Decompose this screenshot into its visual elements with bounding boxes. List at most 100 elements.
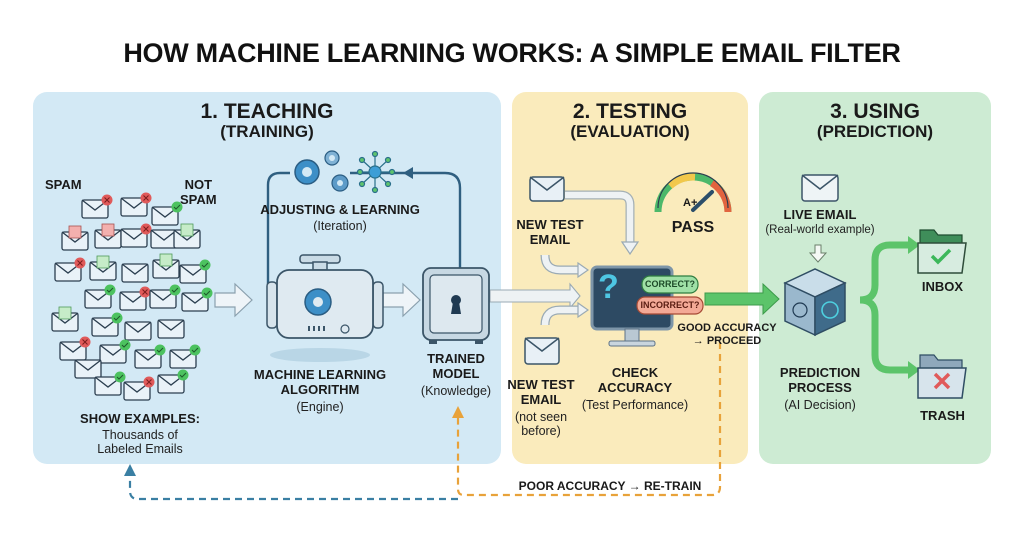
envelope-icon <box>150 229 178 249</box>
pass-label: PASS <box>671 219 715 236</box>
inbox-folder-icon <box>917 229 967 274</box>
envelope-icon <box>123 376 155 401</box>
new-test-email-icon-bottom <box>524 337 560 365</box>
envelope-icon <box>120 223 152 248</box>
correct-bubble <box>641 275 699 294</box>
envelope-icon <box>99 339 131 364</box>
diagram-title: HOW MACHINE LEARNING WORKS: A SIMPLE EMA… <box>123 38 901 68</box>
prediction-process-label: PREDICTION PROCESS <box>765 365 875 396</box>
testing-heading: 2. TESTING (EVALUATION) <box>512 100 748 142</box>
good-accuracy-line1: GOOD ACCURACY <box>677 322 777 334</box>
ai-cube-icon <box>783 268 847 337</box>
envelope-icon <box>181 287 213 312</box>
prediction-process-sub: (AI Decision) <box>784 398 856 412</box>
not-seen-line1: (not seen <box>514 410 568 424</box>
envelope-icon <box>120 192 152 217</box>
algorithm-line1: MACHINE LEARNING <box>253 367 387 382</box>
not-spam-line1: NOT <box>184 177 213 192</box>
gears-icon <box>294 150 349 192</box>
envelope-icon <box>61 225 89 251</box>
envelope-icon <box>121 263 149 283</box>
spam-label: SPAM <box>45 177 82 192</box>
not-seen-sub: (not seen before) <box>506 410 576 439</box>
using-title: 3. USING <box>830 100 920 123</box>
adjusting-sub: (Iteration) <box>313 219 367 233</box>
algorithm-sub: (Engine) <box>296 400 344 414</box>
branch-to-trash <box>859 296 910 374</box>
check-line2: ACCURACY <box>597 379 673 395</box>
check-accuracy-sub: (Test Performance) <box>581 398 689 412</box>
retrain-path-orange <box>456 342 722 497</box>
inbox-label: INBOX <box>921 279 964 294</box>
envelope-icon <box>157 319 185 339</box>
incorrect-bubble <box>636 296 704 315</box>
envelope-icon <box>74 359 102 379</box>
teaching-heading: 1. TEACHING (TRAINING) <box>33 100 501 142</box>
not-spam-line2: SPAM <box>180 191 217 207</box>
envelope-icon <box>84 284 116 309</box>
envelope-icon <box>149 284 181 309</box>
trash-folder-icon <box>917 354 967 399</box>
envelope-icon <box>179 259 211 284</box>
live-email-icon <box>801 174 839 202</box>
envelope-icon <box>119 286 151 311</box>
network-node-icon <box>356 150 396 194</box>
envelope-icon <box>54 257 86 282</box>
retrain-label: POOR ACCURACY → RE-TRAIN <box>518 479 702 493</box>
proceed-arrow <box>704 282 780 316</box>
arrow-pile-to-engine <box>214 282 253 318</box>
show-examples-label: SHOW EXAMPLES: <box>80 411 200 426</box>
live-email-label: LIVE EMAIL <box>783 207 857 222</box>
teaching-title: 1. TEACHING <box>200 100 334 123</box>
not-seen-line2: before) <box>521 424 561 439</box>
process-line1: PREDICTION <box>779 365 861 380</box>
retrain-arrowhead-orange <box>452 406 464 418</box>
envelope-icon <box>152 253 180 279</box>
gauge-grade: A+ <box>683 197 698 209</box>
envelope-icon <box>94 223 122 249</box>
process-line2: PROCESS <box>788 379 852 395</box>
retrain-path-blue <box>128 473 458 501</box>
retrain-arrowhead-blue <box>124 464 136 476</box>
new-test-email-bottom-line2: EMAIL <box>520 391 562 407</box>
envelope-icon <box>94 371 126 396</box>
new-test-email-label-bottom: NEW TEST EMAIL <box>506 377 576 408</box>
envelope-icon <box>51 306 79 332</box>
new-test-email-bottom-line1: NEW TEST <box>507 377 575 392</box>
new-test-email-label-top: NEW TEST EMAIL <box>510 217 590 248</box>
envelope-icon <box>134 344 166 369</box>
envelope-icon <box>91 312 123 337</box>
algorithm-label: MACHINE LEARNING ALGORITHM <box>240 367 400 398</box>
good-accuracy-label: GOOD ACCURACY → PROCEED <box>672 322 782 347</box>
testing-title: 2. TESTING <box>572 100 688 123</box>
arrow-engine-to-model <box>382 282 421 318</box>
check-line1: CHECK <box>611 365 659 380</box>
live-email-sub: (Real-world example) <box>765 224 875 236</box>
envelope-icon <box>169 344 201 369</box>
not-spam-label: NOT SPAM <box>180 177 217 208</box>
incorrect-bubble-text: INCORRECT? <box>640 300 700 310</box>
show-examples-sub: Thousands of Labeled Emails <box>60 428 220 457</box>
algorithm-line2: ALGORITHM <box>280 381 360 397</box>
arrow-model-to-testing <box>489 282 581 310</box>
model-line2: MODEL <box>432 365 480 381</box>
correct-bubble-text: CORRECT? <box>645 279 695 289</box>
model-line1: TRAINED <box>427 351 485 366</box>
using-heading: 3. USING (PREDICTION) <box>759 100 991 142</box>
using-subtitle: (PREDICTION) <box>816 122 934 142</box>
new-test-email-icon-top <box>529 176 565 202</box>
check-accuracy-label: CHECK ACCURACY <box>580 365 690 396</box>
trash-label: TRASH <box>920 408 965 423</box>
envelope-icon <box>151 201 183 226</box>
envelope-icon <box>124 321 152 341</box>
testing-subtitle: (EVALUATION) <box>570 122 690 142</box>
examples-sub-line1: Thousands of <box>102 428 178 442</box>
gauge-icon <box>654 172 732 213</box>
iteration-loop-arrowhead <box>403 167 413 179</box>
